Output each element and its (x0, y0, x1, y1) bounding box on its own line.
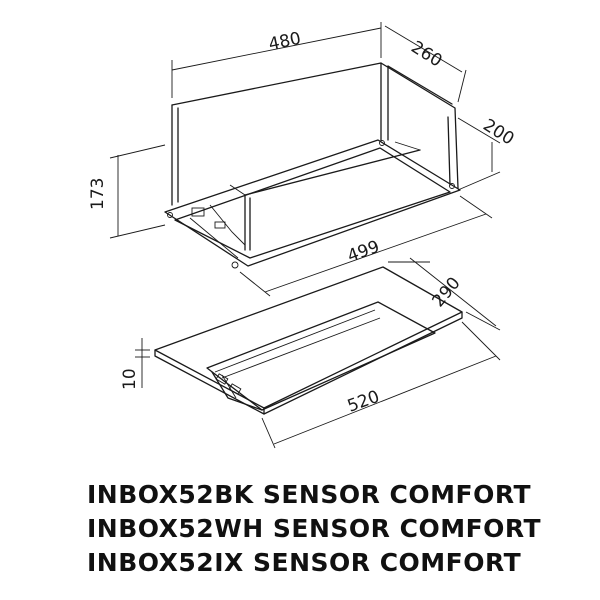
dim-label-520: 520 (345, 387, 382, 417)
model-name-ix: INBOX52IX SENSOR COMFORT (87, 548, 522, 577)
dim-label-10: 10 (120, 368, 140, 390)
dim-label-499: 499 (345, 237, 382, 267)
dim-label-290: 290 (429, 273, 465, 311)
technical-drawing: 480 260 200 173 499 290 10 520 (88, 22, 517, 449)
dimension-lines (109, 22, 501, 449)
dim-label-200: 200 (479, 115, 517, 149)
housing-body (164, 62, 461, 269)
glass-panel (154, 266, 463, 415)
model-name-bk: INBOX52BK SENSOR COMFORT (87, 480, 532, 509)
model-name-wh: INBOX52WH SENSOR COMFORT (87, 514, 542, 543)
model-list: INBOX52BK SENSOR COMFORT INBOX52WH SENSO… (87, 478, 587, 580)
dim-label-480: 480 (267, 29, 303, 55)
dim-label-173: 173 (88, 178, 108, 210)
